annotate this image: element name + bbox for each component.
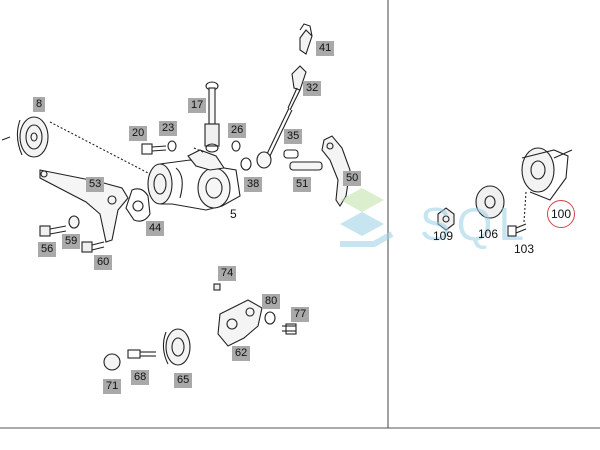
pulley-65 [162, 328, 191, 366]
bolt-60 [81, 241, 105, 253]
callout-68: 68 [131, 370, 150, 385]
callout-106: 106 [478, 227, 499, 241]
tensioner-assembly-5 [147, 159, 241, 211]
callout-53: 53 [86, 177, 105, 192]
stud-74 [213, 283, 221, 291]
washer-59 [68, 215, 80, 229]
bolt-20 [141, 143, 167, 155]
callout-32: 32 [303, 81, 322, 96]
callout-59: 59 [62, 234, 81, 249]
callout-26: 26 [228, 123, 247, 138]
callout-35: 35 [284, 129, 303, 144]
callout-103: 103 [514, 242, 535, 256]
callout-109: 109 [433, 229, 454, 243]
callout-65: 65 [174, 373, 193, 388]
nut-109 [437, 207, 455, 231]
callout-51: 51 [293, 177, 312, 192]
washer-23 [167, 140, 177, 152]
callout-62: 62 [232, 346, 251, 361]
pulley-106 [475, 185, 505, 219]
callout-20: 20 [129, 126, 148, 141]
callout-41: 41 [316, 41, 335, 56]
callout-80: 80 [262, 294, 281, 309]
bolt-56 [39, 225, 67, 237]
watermark-text: SQL [420, 198, 530, 250]
washer-80 [264, 311, 276, 325]
callout-44: 44 [146, 221, 165, 236]
callout-77: 77 [291, 307, 310, 322]
bolt-77 [282, 323, 297, 335]
callout-38: 38 [244, 177, 263, 192]
bracket-62 [217, 299, 263, 347]
pulley-8 [1, 116, 151, 175]
callout-23: 23 [159, 121, 178, 136]
rod-41 [299, 23, 313, 55]
callout-56: 56 [38, 242, 57, 257]
pin-35 [283, 149, 299, 159]
callout-100-highlighted: 100 [547, 200, 575, 228]
bracket-53 [39, 169, 129, 243]
tensioner-100 [521, 147, 573, 223]
washer-26 [231, 140, 241, 152]
callout-74: 74 [218, 266, 237, 281]
washer-38 [240, 157, 252, 171]
damper-17 [204, 81, 220, 153]
callout-50: 50 [343, 171, 362, 186]
callout-60: 60 [94, 255, 113, 270]
bolt-68 [127, 349, 156, 359]
pin-51 [289, 161, 323, 171]
lever-50 [321, 135, 351, 208]
bracket-arm [187, 147, 225, 171]
bolt-103 [507, 223, 527, 237]
callout-71: 71 [103, 379, 122, 394]
callout-8: 8 [33, 97, 46, 112]
callout-5: 5 [230, 207, 237, 221]
rod-32 [256, 65, 307, 169]
gasket-44 [125, 188, 151, 222]
watermark-logo [340, 188, 394, 247]
cap-71 [103, 353, 121, 371]
callout-17: 17 [188, 98, 207, 113]
